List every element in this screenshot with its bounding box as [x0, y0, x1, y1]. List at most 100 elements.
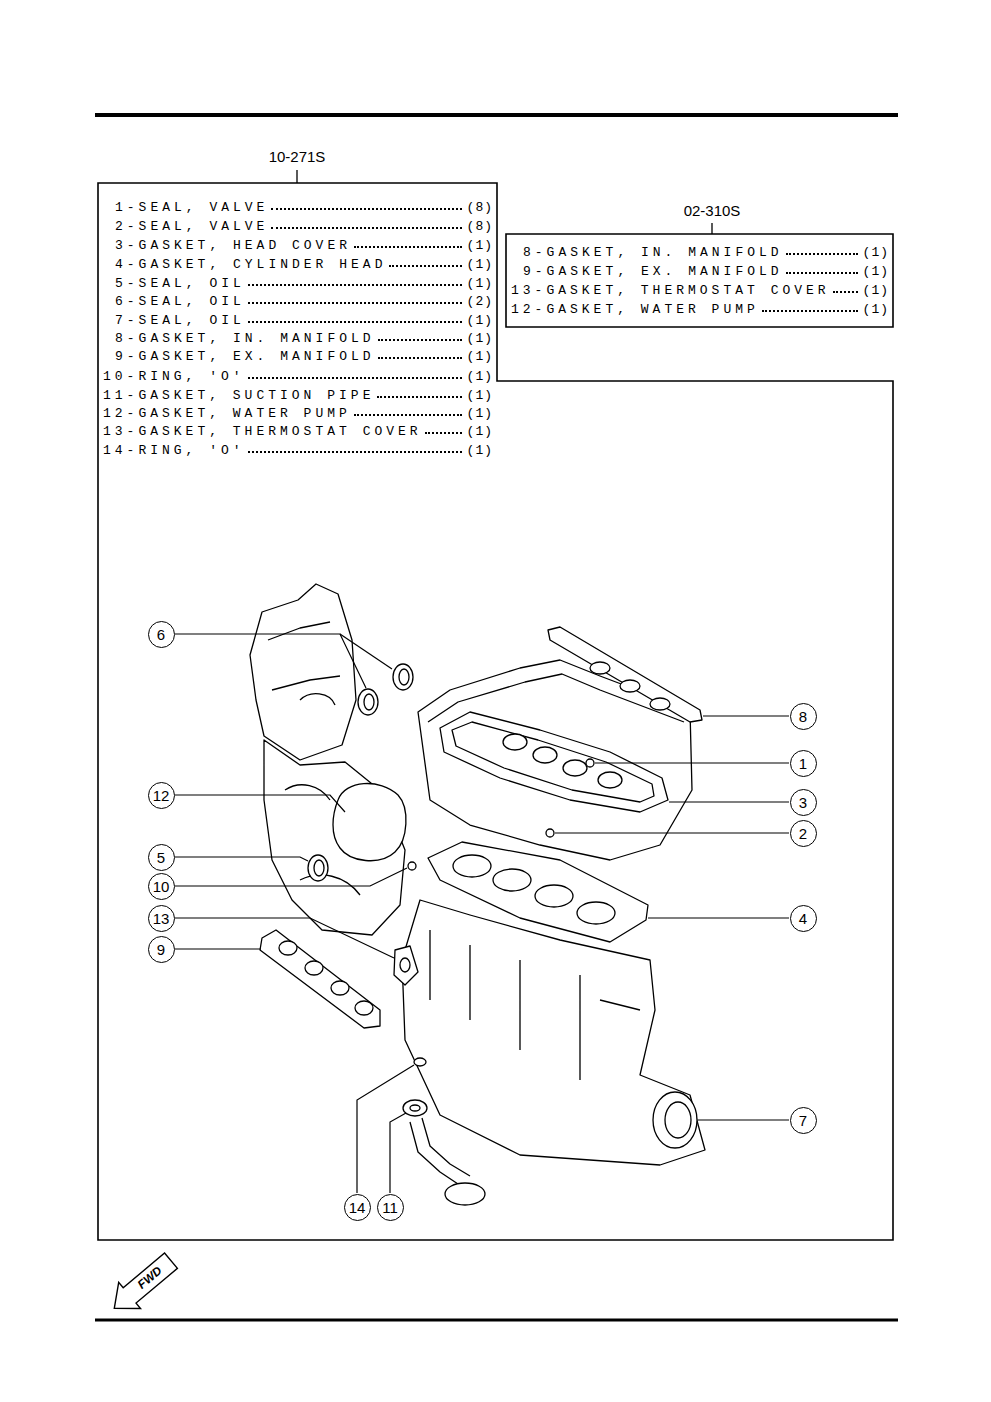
callout-number: 11: [377, 1194, 404, 1221]
callout-number: 3: [790, 789, 817, 816]
leader-line: [175, 948, 261, 949]
part-quantity: (1): [467, 238, 493, 254]
leader-line: [595, 762, 789, 763]
part-quantity: (1): [863, 283, 889, 299]
crank-oil-seal-inner: [665, 1102, 691, 1138]
callout-number-text: 5: [157, 850, 165, 865]
callout-number-text: 10: [153, 879, 170, 894]
parts-row: 9-GASKET, EX. MANIFOLD(1): [523, 264, 889, 280]
oil-seal-inner: [364, 694, 374, 710]
callout-number: 4: [790, 905, 817, 932]
parts-row: 12-GASKET, WATER PUMP(1): [511, 302, 889, 318]
panel-border: [98, 183, 893, 1240]
part-name: 8-GASKET, IN. MANIFOLD: [523, 245, 783, 261]
head-cover-gasket-inner: [452, 722, 654, 802]
parts-row: 6-SEAL, OIL(2): [115, 294, 493, 310]
parts-row: 8-GASKET, IN. MANIFOLD(1): [115, 331, 493, 347]
callout-number: 14: [344, 1194, 371, 1221]
callout-number-text: 8: [799, 709, 807, 724]
cylinder-bore: [493, 869, 531, 891]
oil-seal: [308, 855, 328, 881]
dot-leader: [354, 414, 462, 416]
parts-row: 10-RING, 'O'(1): [103, 369, 493, 385]
leader-line: [175, 918, 394, 958]
part-quantity: (1): [467, 406, 493, 422]
dot-leader: [354, 246, 462, 248]
dot-leader: [248, 302, 462, 304]
dot-leader: [786, 272, 858, 274]
thermostat-gasket-hole: [400, 958, 410, 972]
thermostat-cover-gasket: [394, 946, 418, 985]
part-name: 13-GASKET, THERMOSTAT COVER: [103, 424, 422, 440]
block-detail: [430, 930, 640, 1080]
dot-leader: [762, 310, 858, 312]
kit-panel: 10-271S1-SEAL, VALVE(8)2-SEAL, VALVE(8)3…: [98, 140, 893, 1240]
leader-line: [175, 857, 308, 861]
dot-leader: [377, 396, 461, 398]
cylinder-bore: [453, 855, 491, 877]
oil-strainer: [445, 1183, 485, 1205]
oil-seal: [393, 664, 413, 690]
suction-pipe: [410, 1118, 470, 1184]
part-name: 9-GASKET, EX. MANIFOLD: [115, 349, 375, 365]
part-quantity: (1): [467, 443, 493, 459]
valve-seal: [586, 759, 594, 767]
page-rule: [95, 1319, 898, 1322]
intake-port: [650, 698, 670, 710]
part-quantity: (8): [467, 200, 493, 216]
callout-number-text: 11: [382, 1200, 398, 1215]
part-quantity: (1): [863, 245, 889, 261]
parts-row: 4-GASKET, CYLINDER HEAD(1): [115, 257, 493, 273]
heading-tick: [296, 170, 297, 183]
callout-number: 8: [790, 703, 817, 730]
part-name: 1-SEAL, VALVE: [115, 200, 268, 216]
callout-number-text: 12: [153, 788, 170, 803]
callout-number-text: 3: [799, 795, 807, 810]
suction-pipe-hole: [410, 1105, 420, 1111]
exhaust-port: [331, 981, 349, 995]
part-quantity: (1): [863, 302, 889, 318]
leader-line: [175, 795, 345, 812]
leader-line: [175, 634, 366, 688]
cylinder-bore: [577, 902, 615, 924]
callout-number-text: 9: [157, 942, 165, 957]
part-quantity: (1): [467, 388, 493, 404]
leader-line: [698, 1119, 789, 1120]
part-name: 8-GASKET, IN. MANIFOLD: [115, 331, 375, 347]
parts-row: 2-SEAL, VALVE(8): [115, 219, 493, 235]
dot-leader: [248, 321, 462, 323]
part-name: 5-SEAL, OIL: [115, 276, 245, 292]
callout-number-text: 7: [799, 1113, 807, 1128]
leader-line: [669, 801, 789, 802]
part-name: 14-RING, 'O': [103, 443, 245, 459]
callout-number: 12: [148, 782, 175, 809]
timing-cover-upper: [250, 584, 356, 760]
callout-number: 9: [148, 936, 175, 963]
intake-port: [590, 662, 610, 674]
parts-row: 11-GASKET, SUCTION PIPE(1): [103, 388, 493, 404]
valve-seal: [546, 829, 554, 837]
part-name: 6-SEAL, OIL: [115, 294, 245, 310]
part-name: 9-GASKET, EX. MANIFOLD: [523, 264, 783, 280]
water-pump-gasket: [333, 784, 406, 861]
panel-border: [506, 234, 893, 327]
dot-leader: [378, 339, 462, 341]
dot-leader: [271, 208, 461, 210]
exhaust-manifold-gasket: [260, 930, 380, 1028]
exhaust-port: [279, 941, 297, 955]
part-quantity: (1): [467, 257, 493, 273]
dot-leader: [786, 253, 858, 255]
dot-leader: [271, 227, 461, 229]
callout-number-text: 13: [153, 911, 170, 926]
plug-tube-ring: [563, 760, 587, 776]
parts-row: 14-RING, 'O' (1): [103, 443, 493, 459]
pump-detail: [300, 694, 335, 705]
parts-row: 5-SEAL, OIL(1): [115, 276, 493, 292]
callout-number: 5: [148, 844, 175, 871]
parts-row: 1-SEAL, VALVE (8): [115, 200, 493, 216]
callout-number: 2: [790, 820, 817, 847]
dot-leader: [248, 284, 462, 286]
head-gasket: [428, 842, 648, 942]
dot-leader: [833, 291, 858, 293]
kit-number: 02-310S: [684, 202, 741, 220]
